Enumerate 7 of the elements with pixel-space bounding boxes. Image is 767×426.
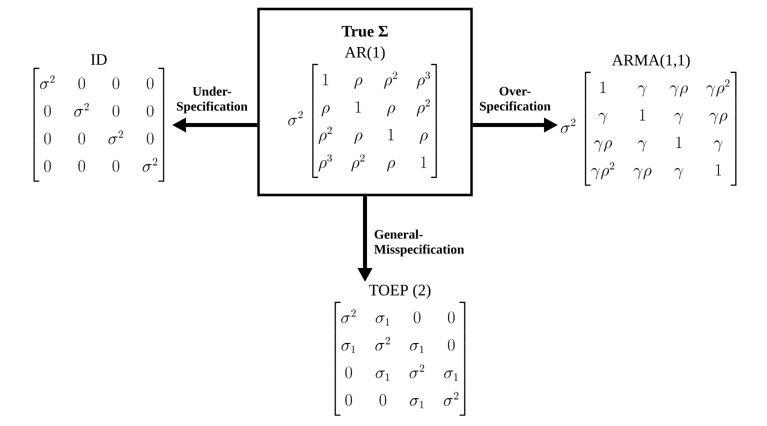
covariance-matrix: TOEP (2) $\begin{bmatrix} \sigma^2 & \sigma_1 & 0 & 0 \\ \sigma_1 & \sigma^2 & \sigma_1 & 0 \\ 0 & \sigma_1 & \sigma^2 & \sigma_1 \\ 0 & 0 & \sigma_1 & \sigma^2 \end{bmatrix}$ xyxy=(334,284,466,416)
model-box: True Σ AR(1) $\sigma^2\begin{bmatrix} 1 & \rho & \rho^2 & \rho^3 \\ \rho & 1 & \rho & \rho^2 \\ \rho^2 & \rho & 1 & \rho \\ \rho^3 & \rho^2 & \rho & 1 \end{bmatrix}$ xyxy=(257,8,473,196)
covariance-matrix: ID $\begin{bmatrix} \sigma^2 & 0 & 0 & 0 \\ 0 & \sigma^2 & 0 & 0 \\ 0 & 0 & \sigma^2 & 0 \\ 0 & 0 & 0 & \sigma^2 \end{bmatrix}$ xyxy=(34,54,164,182)
edge-label: Over-Specification xyxy=(480,86,551,114)
covariance-matrix: ARMA(1,1) $\sigma^2\begin{bmatrix} 1 & \gamma & \gamma\rho & \gamma\rho^2 \\ \gamma & 1 & \gamma & \gamma\rho \\ \gamma\rho & \gamma & 1 & \gamma \\ \gamma\rho^2 & \gamma\rho & \gamma & 1 \end{bmatrix}$ xyxy=(560,54,736,186)
edge-label: General-Misspecification xyxy=(374,230,464,256)
edge-label: Under-Specification xyxy=(176,86,248,114)
